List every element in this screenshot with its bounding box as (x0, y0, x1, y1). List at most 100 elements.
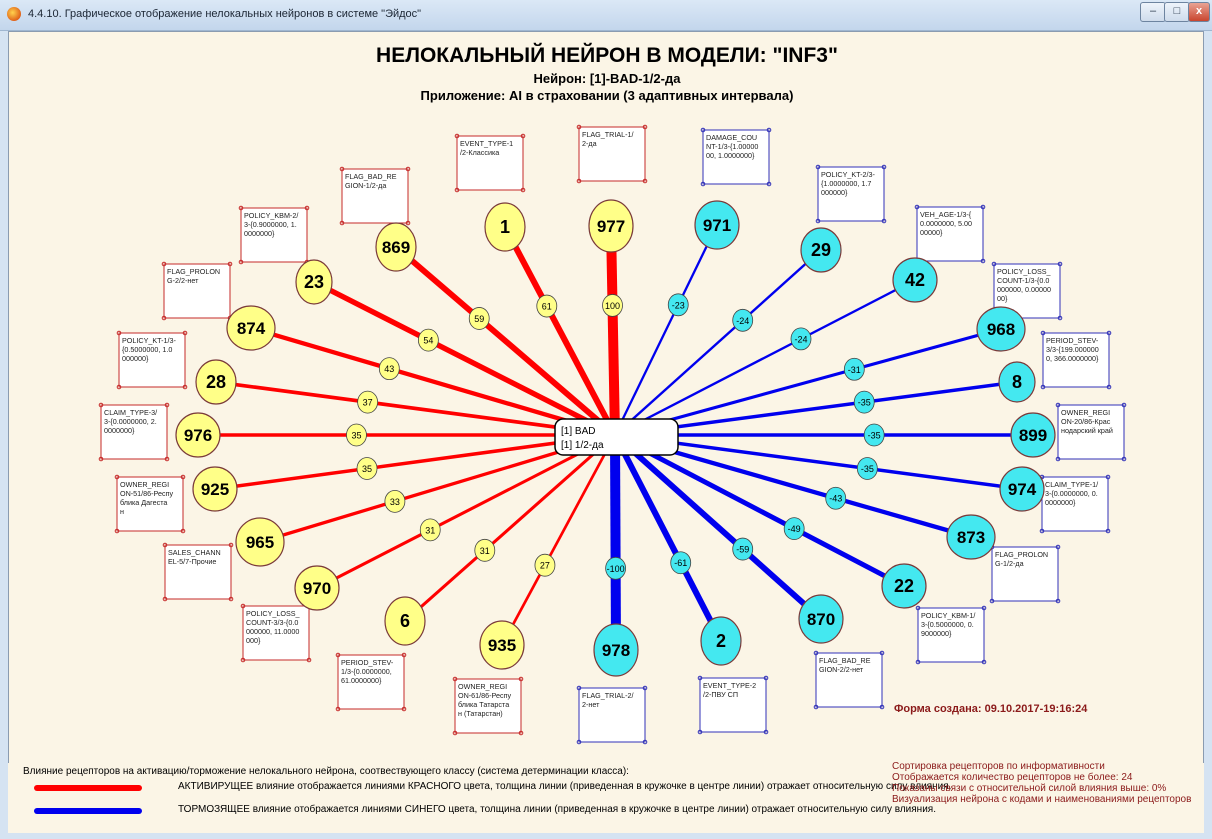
receptor-id-23: 23 (304, 272, 324, 292)
receptor-node-22[interactable] (881, 563, 927, 609)
connection-line-23 (312, 279, 617, 438)
box-corner-dot (520, 187, 526, 193)
close-button[interactable]: x (1188, 2, 1210, 22)
legend-title: Влияние рецепторов на активацию/торможен… (23, 766, 629, 777)
label-box-frame (116, 476, 184, 532)
receptor-node-1[interactable] (484, 202, 526, 252)
box-corner-dot (405, 220, 411, 226)
receptor-node-974[interactable] (999, 466, 1045, 512)
receptor-id-978: 978 (602, 641, 630, 660)
box-corner-dot (454, 187, 460, 193)
receptor-node-29[interactable] (800, 227, 842, 273)
box-corner-dot (815, 164, 821, 170)
label-box-frame (242, 605, 310, 661)
receptor-node-976[interactable] (175, 412, 221, 458)
label-box-frame (699, 677, 767, 733)
box-corner-dot (1055, 598, 1061, 604)
box-corner-dot (401, 706, 407, 712)
receptor-label-line: POLICY_KBM-2/ (244, 211, 298, 220)
box-corner-dot (700, 127, 706, 133)
weight-label-899: -35 (868, 431, 881, 441)
receptor-node-23[interactable] (295, 259, 333, 305)
box-corner-dot (240, 603, 246, 609)
receptor-label-box-28: POLICY_KT-1/3-{0.5000000, 1.0000000} (116, 330, 188, 390)
receptor-id-28: 28 (206, 372, 226, 392)
box-corner-dot (1106, 330, 1112, 336)
receptor-label-line: COUNT-3/3-{0.0 (246, 618, 298, 627)
receptor-node-978[interactable] (593, 623, 639, 677)
receptor-node-873[interactable] (946, 514, 996, 560)
minimize-button[interactable]: – (1140, 2, 1166, 22)
label-box-frame (118, 332, 186, 388)
weight-label-873: -43 (829, 494, 842, 504)
receptor-id-873: 873 (957, 528, 985, 547)
box-corner-dot (452, 730, 458, 736)
label-box-frame (917, 607, 985, 663)
receptor-label-line: 2-нет (582, 700, 600, 709)
receptor-label-line: нодарский край (1061, 426, 1113, 435)
receptor-node-6[interactable] (384, 596, 426, 646)
receptor-node-925[interactable] (192, 466, 238, 512)
box-corner-dot (180, 474, 186, 480)
receptor-node-869[interactable] (375, 222, 417, 272)
receptor-node-965[interactable] (235, 517, 285, 567)
receptor-node-968[interactable] (976, 306, 1026, 352)
receptor-label-line: {0.5000000, 1.0 (122, 345, 172, 354)
box-corner-dot (227, 261, 233, 267)
receptor-id-869: 869 (382, 238, 410, 257)
page-title: НЕЛОКАЛЬНЫЙ НЕЙРОН В МОДЕЛИ: "INF3" (376, 44, 838, 67)
receptor-label-line: 0, 366.0000000} (1046, 354, 1099, 363)
receptor-label-line: G-1/2-да (995, 559, 1024, 568)
receptor-node-935[interactable] (479, 620, 525, 670)
receptor-node-2[interactable] (700, 616, 742, 666)
weight-badge-977 (602, 294, 623, 317)
box-corner-dot (1105, 528, 1111, 534)
weight-label-870: -59 (736, 545, 749, 555)
receptor-node-870[interactable] (798, 594, 844, 644)
connection-line-935 (500, 434, 617, 646)
receptor-node-28[interactable] (195, 359, 237, 405)
weight-badge-22 (783, 517, 805, 541)
receptor-node-874[interactable] (226, 305, 276, 351)
receptor-node-8[interactable] (998, 361, 1036, 403)
weight-label-23: 54 (423, 336, 433, 346)
receptor-node-970[interactable] (294, 565, 340, 611)
center-neuron-node[interactable]: [1] BAD[1] 1/2-да (554, 418, 679, 456)
receptor-label-line: OWNER_REGI (458, 682, 507, 691)
receptor-label-line: FLAG_BAD_RE (345, 172, 397, 181)
weight-badge-874 (378, 357, 400, 381)
receptor-id-899: 899 (1019, 426, 1047, 445)
receptor-label-line: 3/3-{199.000000 (1046, 345, 1099, 354)
connection-line-2 (612, 433, 724, 643)
maximize-button[interactable]: □ (1164, 2, 1190, 22)
receptor-node-899[interactable] (1010, 412, 1056, 458)
weight-badge-899 (863, 423, 885, 447)
receptor-label-line: CLAIM_TYPE-1/ (1045, 480, 1098, 489)
label-box-frame (1042, 332, 1110, 388)
receptor-label-line: FLAG_PROLON (995, 550, 1048, 559)
receptor-label-line: PERIOD_STEV- (1046, 336, 1099, 345)
receptor-label-line: 0.0000000, 5.00 (920, 219, 972, 228)
label-box-frame (341, 168, 409, 224)
connection-line-1 (502, 225, 618, 437)
weight-label-1: 61 (542, 302, 552, 312)
box-corner-dot (518, 676, 524, 682)
receptor-node-971[interactable] (694, 200, 740, 250)
box-corner-dot (1106, 384, 1112, 390)
box-corner-dot (1121, 402, 1127, 408)
label-box-frame (578, 126, 646, 182)
box-corner-dot (335, 652, 341, 658)
receptor-nodes: 100FLAG_TRIAL-1/2-да97761EVENT_TYPE-1/2-… (98, 124, 1127, 745)
weight-badge-870 (732, 537, 754, 561)
legend-blue-line (34, 808, 142, 814)
receptor-label-box-42: VEH_AGE-1/3-{0.0000000, 5.0000000} (914, 204, 986, 264)
connection-line-977 (606, 225, 620, 436)
receptor-node-977[interactable] (588, 199, 634, 253)
box-corner-dot (405, 166, 411, 172)
receptor-label-line: POLICY_KT-1/3- (122, 336, 177, 345)
receptor-node-42[interactable] (892, 257, 938, 303)
receptor-label-line: 3-{0.0000000, 2. (104, 417, 157, 426)
title-bar[interactable]: 4.4.10. Графическое отображение нелокаль… (0, 0, 1212, 31)
box-corner-dot (1039, 528, 1045, 534)
